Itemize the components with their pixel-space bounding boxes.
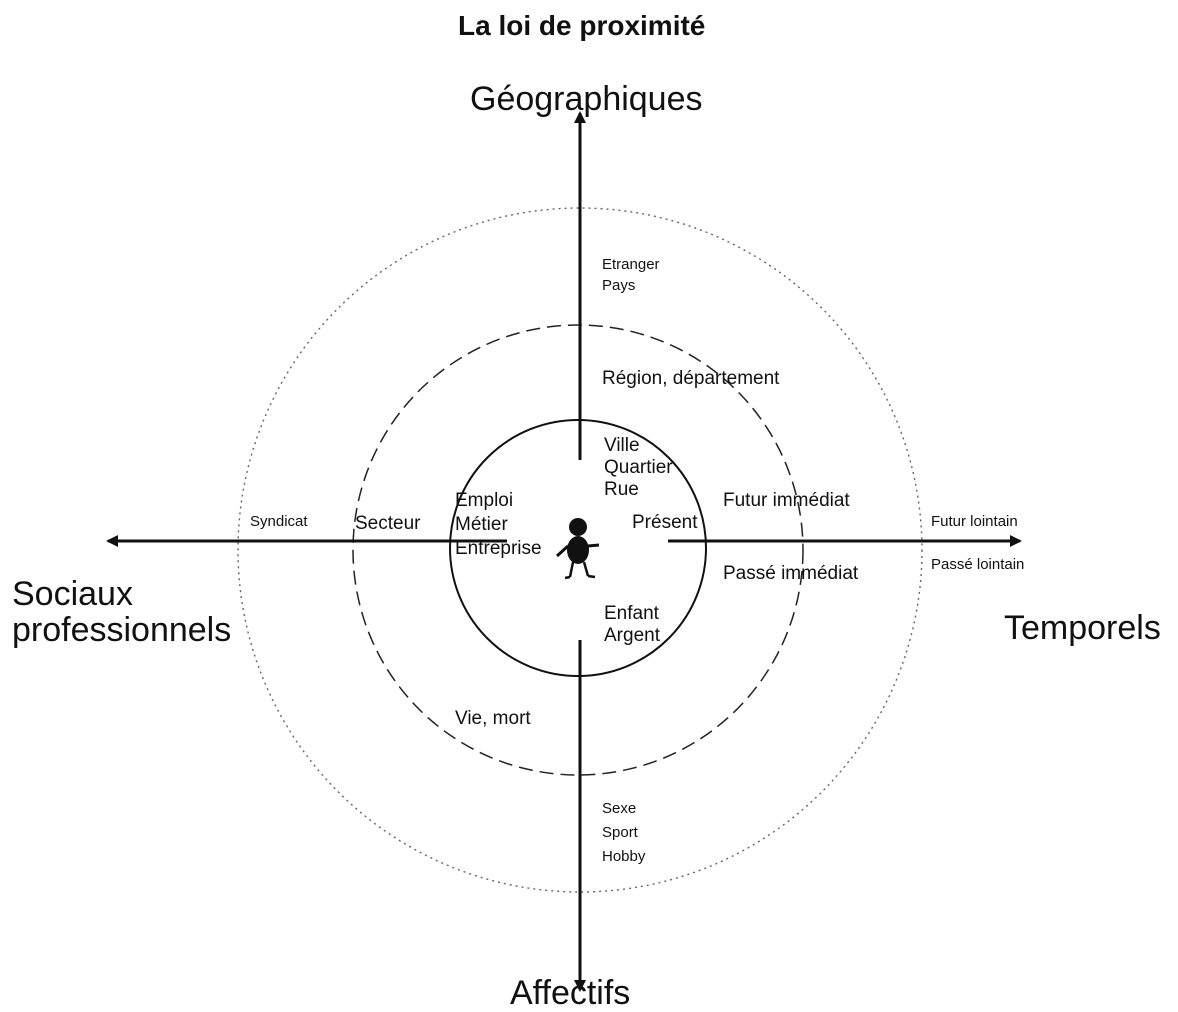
person-icon (555, 518, 600, 580)
label-ville-quartier-rue: Ville Quartier Rue (604, 435, 673, 500)
axis-label-geographiques: Géographiques (470, 80, 703, 118)
label-sexe-sport-hobby: Sexe Sport Hobby (602, 800, 646, 865)
label-present: Présent (632, 512, 698, 533)
label-passe-immediat: Passé immédiat (723, 563, 859, 584)
label-passe-lointain: Passé lointain (931, 556, 1025, 573)
axis-label-affectifs: Affectifs (510, 974, 631, 1012)
diagram-title: La loi de proximité (458, 10, 706, 41)
label-vie-mort: Vie, mort (455, 708, 531, 729)
label-enfant-argent: Enfant Argent (604, 603, 660, 646)
inner-ring (449, 419, 707, 677)
label-emploi-metier-entreprise: Emploi Métier Entreprise (455, 490, 542, 559)
label-futur-lointain: Futur lointain (931, 513, 1018, 530)
label-etranger-pays: Etranger Pays (602, 256, 660, 294)
label-syndicat: Syndicat (250, 513, 308, 530)
outer-ring (237, 207, 923, 893)
label-futur-immediat: Futur immédiat (723, 490, 850, 511)
middle-ring (352, 324, 804, 776)
axis-label-sociaux-professionnels: Sociaux professionnels (12, 575, 232, 649)
axis-label-temporels: Temporels (1004, 609, 1161, 647)
label-secteur: Secteur (355, 513, 421, 534)
label-region-departement: Région, département (602, 368, 780, 389)
